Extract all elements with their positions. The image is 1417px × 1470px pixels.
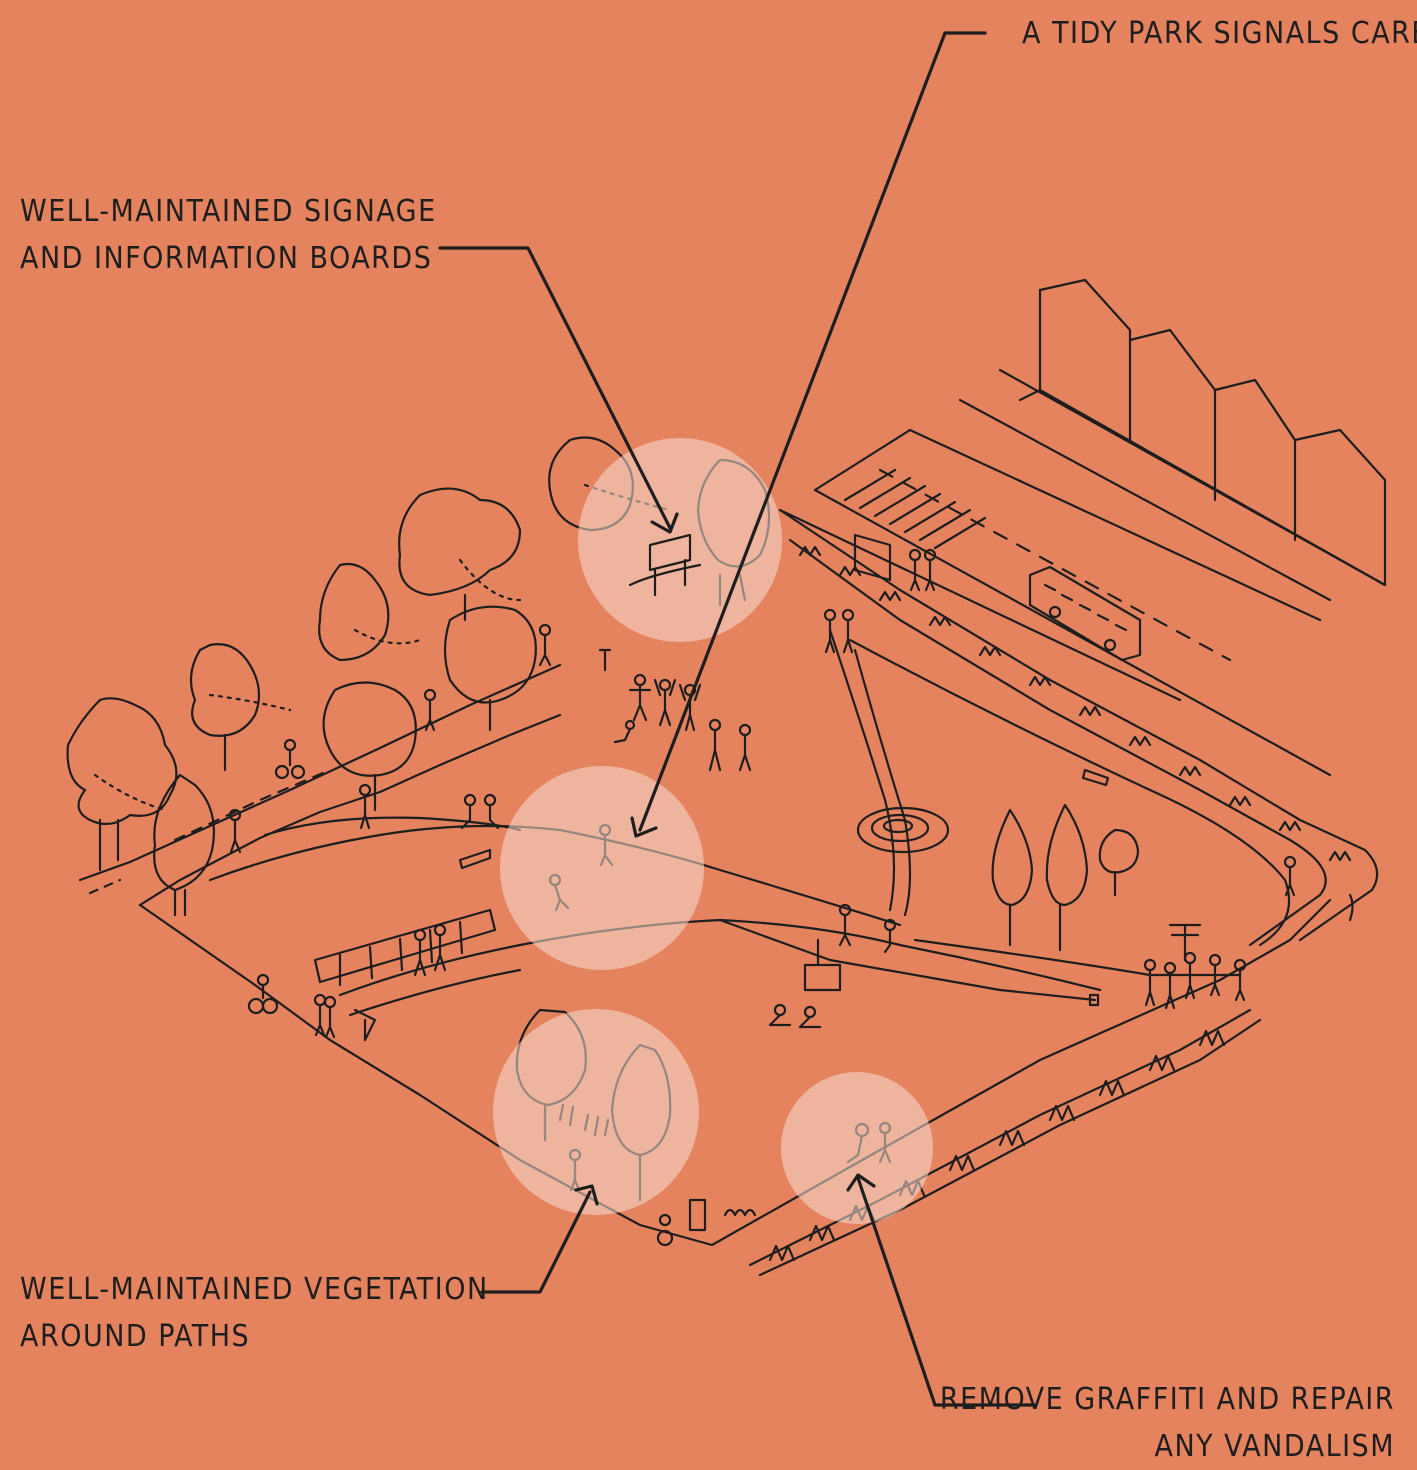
highlight-circles bbox=[493, 438, 933, 1224]
furniture bbox=[313, 648, 1354, 1232]
park-boundary bbox=[78, 508, 1379, 1277]
street-and-buildings bbox=[778, 278, 1387, 777]
halo-tidy-park bbox=[500, 766, 704, 970]
callout-vegetation: WELL-MAINTAINED VEGETATION AROUND PATHS bbox=[20, 1266, 489, 1360]
callout-tidy-park-line-1: A TIDY PARK SIGNALS CARE bbox=[1022, 16, 1417, 51]
leader-signage bbox=[438, 246, 679, 534]
halo-vegetation bbox=[493, 1009, 699, 1215]
callout-vegetation-line-1: WELL-MAINTAINED VEGETATION bbox=[20, 1272, 489, 1307]
callout-signage-line-1: WELL-MAINTAINED SIGNAGE bbox=[20, 194, 437, 229]
leader-graffiti bbox=[846, 1173, 1036, 1407]
information-board bbox=[628, 533, 702, 597]
leader-vegetation bbox=[480, 1184, 599, 1294]
callout-signage: WELL-MAINTAINED SIGNAGE AND INFORMATION … bbox=[20, 188, 437, 282]
leader-tidy-park bbox=[630, 31, 987, 838]
callout-signage-line-2: AND INFORMATION BOARDS bbox=[20, 241, 433, 276]
callout-graffiti: REMOVE GRAFFITI AND REPAIR ANY VANDALISM bbox=[940, 1376, 1395, 1470]
callout-graffiti-line-1: REMOVE GRAFFITI AND REPAIR bbox=[939, 1382, 1395, 1417]
park-paths bbox=[208, 628, 1291, 1017]
halo-graffiti bbox=[781, 1072, 933, 1224]
crossing-stripes bbox=[843, 468, 987, 550]
callout-graffiti-line-2: ANY VANDALISM bbox=[1154, 1429, 1395, 1464]
callout-vegetation-line-2: AROUND PATHS bbox=[20, 1319, 251, 1354]
people bbox=[228, 548, 1297, 1247]
callout-tidy-park: A TIDY PARK SIGNALS CARE bbox=[1022, 10, 1417, 57]
bus bbox=[1028, 565, 1142, 662]
